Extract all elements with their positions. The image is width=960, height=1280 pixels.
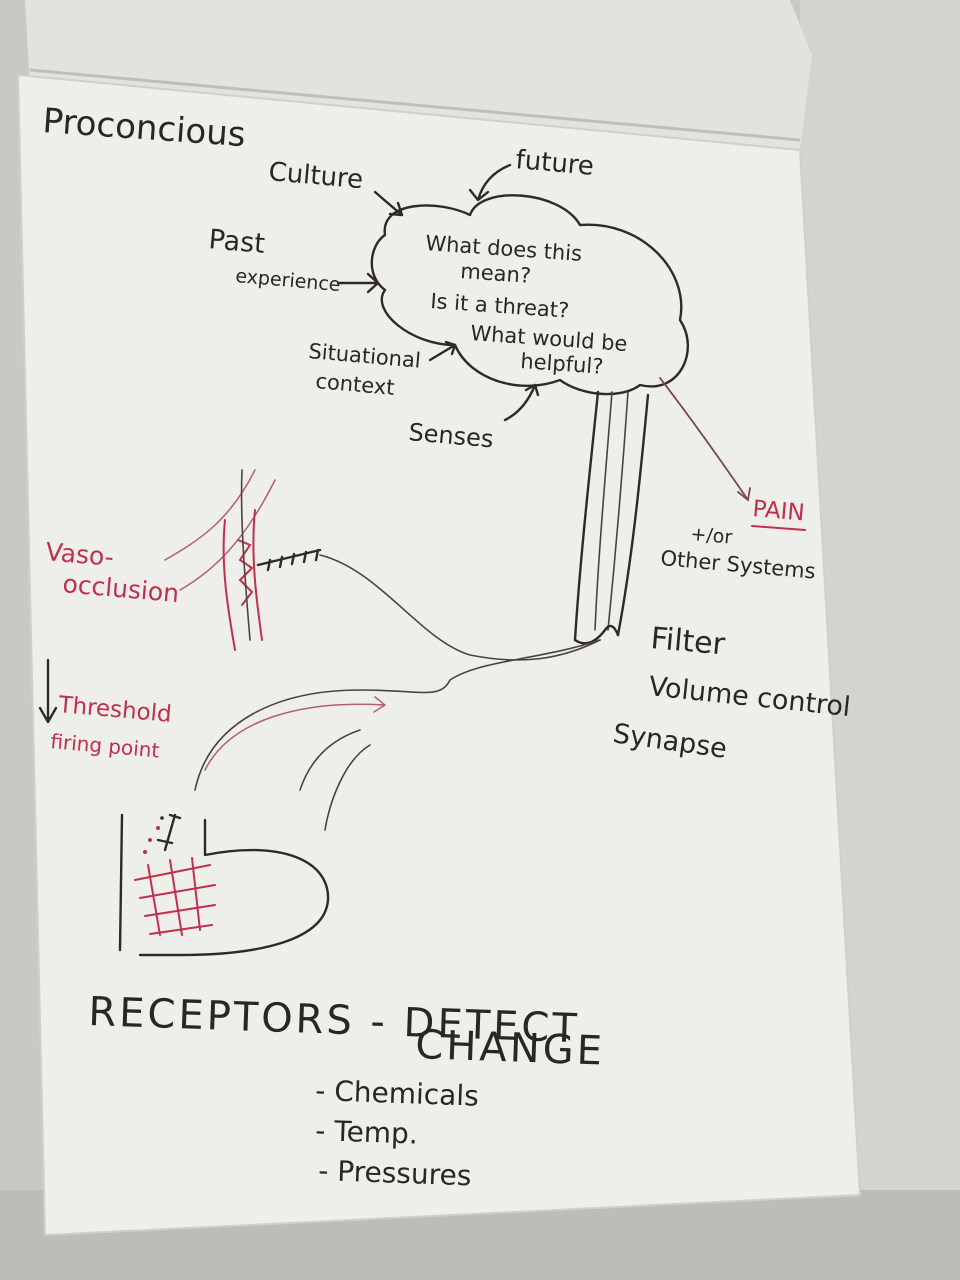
- nerve-ending-hatch: [256, 548, 322, 572]
- receptor-nerve-pathway: [194, 639, 601, 791]
- past-label: Past: [207, 224, 266, 260]
- senses-arrow: [503, 383, 540, 422]
- blood-vessel-walls: [222, 509, 263, 651]
- future-arrow: [468, 163, 512, 202]
- stimulus-dot: [143, 850, 147, 854]
- future-label: future: [514, 145, 595, 182]
- stimulus-dot: [156, 826, 160, 830]
- blood-vessel-branch: [164, 469, 276, 591]
- receptor-item-temp: - Temp.: [315, 1114, 419, 1151]
- culture-arrow: [373, 190, 404, 217]
- rolled-pages: [25, 0, 812, 150]
- paper-sheet: [16, 73, 862, 1237]
- receptors-title-line-2: CHANGE: [415, 1022, 606, 1075]
- spinal-cord-outline: [573, 390, 650, 642]
- cloud-line-2: mean?: [460, 259, 532, 288]
- stimulus-dot: [160, 816, 164, 820]
- stimulus-dot: [148, 838, 152, 842]
- nerve-branch-lines: [299, 729, 371, 831]
- thought-cloud: [370, 194, 690, 396]
- skin-tissue-outline: [118, 813, 330, 957]
- situation-arrow: [428, 340, 457, 362]
- filter-label: Filter: [649, 621, 727, 662]
- receptor-nerve-ending: [156, 813, 182, 852]
- and-or-label: +/or: [690, 523, 734, 549]
- vessel-nerve-pathway: [319, 554, 601, 661]
- occlusion-marks: [237, 539, 254, 606]
- page-fold-line: [29, 68, 801, 142]
- vaso-label: Vaso-: [44, 537, 115, 572]
- receptor-item-chemicals: - Chemicals: [315, 1074, 480, 1113]
- vessel-nerve-fibre: [240, 469, 251, 641]
- signal-direction-arrow: [204, 696, 387, 771]
- pain-underline: [751, 525, 806, 531]
- spinal-cord-tracts: [594, 391, 629, 631]
- threshold-arrow: [38, 658, 58, 724]
- cloud-line-5: helpful?: [520, 349, 605, 379]
- receptor-tissue-grid: [134, 857, 216, 936]
- receptor-item-pressures: - Pressures: [318, 1154, 472, 1192]
- pain-arrow: [659, 377, 751, 502]
- pain-label: PAIN: [751, 496, 805, 526]
- past-arrow: [336, 272, 380, 294]
- spinal-cord-base: [573, 624, 620, 645]
